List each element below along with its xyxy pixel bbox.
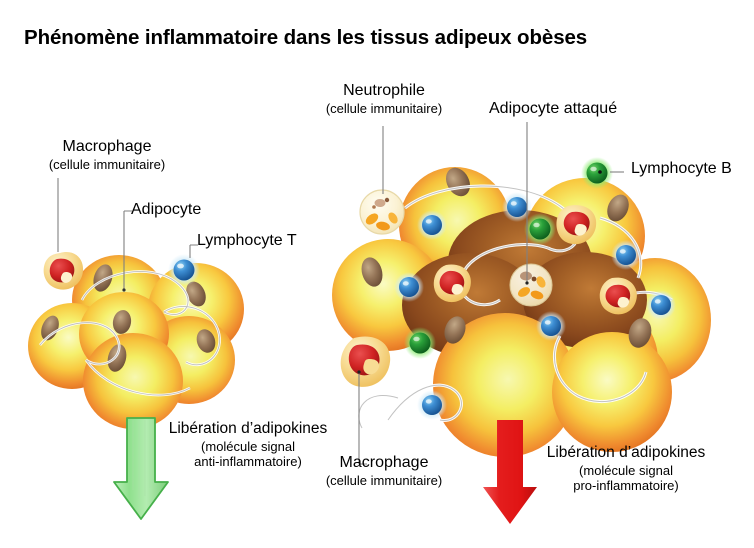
lymphocyte-t-cell bbox=[536, 311, 566, 341]
nucleus bbox=[628, 318, 652, 348]
caption-anti-inflammatory-l1: Libération d’adipokines bbox=[168, 420, 328, 437]
label-lymphocyte-b: Lymphocyte B bbox=[631, 160, 732, 179]
label-lymphocyte-b-title: Lymphocyte B bbox=[631, 160, 732, 177]
nucleus bbox=[186, 281, 206, 307]
adipocyte bbox=[433, 313, 577, 457]
label-adipocyte-attaque-title: Adipocyte attaqué bbox=[489, 100, 618, 117]
caption-pro-inflammatory-l2: (molécule signal bbox=[579, 462, 673, 478]
label-macrophage-right-sub: (cellule immunitaire) bbox=[325, 472, 443, 488]
pro-inflammatory-arrow bbox=[483, 420, 537, 524]
label-lymphocyte-t-left-title: Lymphocyte T bbox=[197, 232, 297, 249]
nucleus bbox=[41, 315, 59, 341]
macrophage-cell bbox=[340, 336, 391, 387]
lymphocyte-t-cell bbox=[168, 254, 200, 286]
lymphocyte-b-cell bbox=[524, 213, 556, 245]
leader-lines bbox=[57, 122, 624, 465]
anti-inflammatory-arrow bbox=[113, 417, 169, 520]
label-adipocyte-attaque: Adipocyte attaqué bbox=[489, 100, 617, 119]
lymphocyte-b-cell bbox=[404, 327, 436, 359]
nucleus bbox=[107, 344, 127, 372]
left-adipocyte-cluster bbox=[28, 252, 244, 429]
right-adipocyte-cluster bbox=[332, 157, 711, 457]
macrophage-cell bbox=[599, 277, 637, 315]
macrophage-cell bbox=[43, 252, 84, 290]
label-adipocyte-left-title: Adipocyte bbox=[131, 201, 202, 218]
label-adipocyte-left: Adipocyte bbox=[131, 201, 201, 220]
lymphocyte-t-cell bbox=[394, 272, 424, 302]
caption-pro-inflammatory: Libération d’adipokines (molécule signal… bbox=[528, 444, 724, 494]
leader-lymphocyte-t-left bbox=[189, 244, 198, 258]
lymphocyte-t-cell bbox=[611, 240, 641, 270]
lymphocyte-t-cell bbox=[646, 290, 676, 320]
nucleus bbox=[112, 310, 132, 334]
leader-macrophage-right bbox=[358, 372, 367, 465]
nucleus bbox=[444, 316, 466, 344]
label-macrophage-right: Macrophage (cellule immunitaire) bbox=[288, 454, 480, 488]
label-macrophage-left: Macrophage (cellule immunitaire) bbox=[22, 138, 192, 172]
lymphocyte-t-cell bbox=[417, 210, 447, 240]
nucleus bbox=[361, 257, 383, 287]
neutrophile-cell bbox=[509, 263, 553, 307]
label-neutrophile: Neutrophile (cellule immunitaire) bbox=[298, 82, 470, 116]
macrophage-cell bbox=[556, 205, 597, 245]
label-neutrophile-sub: (cellule immunitaire) bbox=[325, 100, 443, 116]
caption-anti-inflammatory-l2: (molécule signal bbox=[201, 438, 295, 454]
caption-anti-inflammatory-l3: anti-inflammatoire) bbox=[194, 454, 302, 470]
lymphocyte-t-cell bbox=[417, 390, 447, 420]
adipocyte bbox=[552, 332, 672, 452]
nucleus bbox=[196, 329, 216, 353]
caption-anti-inflammatory: Libération d’adipokines (molécule signal… bbox=[150, 420, 346, 470]
nucleus bbox=[607, 194, 629, 222]
leader-adipocyte-left bbox=[123, 210, 132, 290]
macrophage-cell bbox=[433, 264, 471, 303]
lymphocyte-b-cell bbox=[581, 157, 613, 189]
label-macrophage-right-title: Macrophage bbox=[339, 454, 429, 471]
label-lymphocyte-t-left: Lymphocyte T bbox=[197, 232, 297, 251]
label-neutrophile-title: Neutrophile bbox=[343, 82, 425, 99]
adipocyte bbox=[83, 333, 183, 429]
caption-pro-inflammatory-l1: Libération d’adipokines bbox=[546, 444, 706, 461]
nucleus bbox=[93, 264, 113, 292]
page-title: Phénomène inflammatoire dans les tissus … bbox=[24, 26, 588, 49]
caption-pro-inflammatory-l3: pro-inflammatoire) bbox=[573, 478, 679, 494]
label-macrophage-left-sub: (cellule immunitaire) bbox=[48, 156, 166, 172]
lymphocyte-t-cell bbox=[502, 192, 532, 222]
label-macrophage-left-title: Macrophage bbox=[62, 138, 152, 155]
neutrophile-cell bbox=[359, 189, 405, 235]
